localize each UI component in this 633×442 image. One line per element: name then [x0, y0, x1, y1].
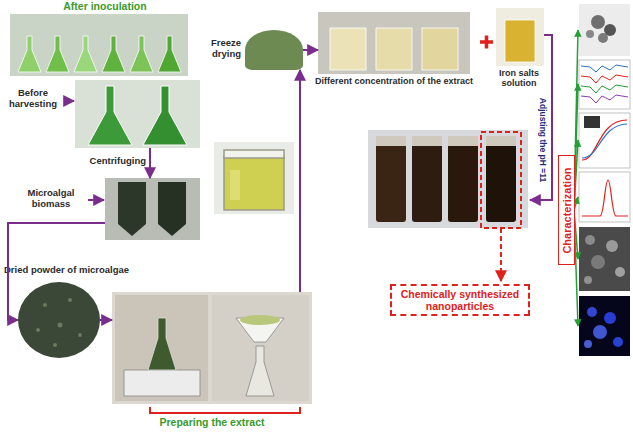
process-arrow	[100, 319, 112, 321]
freeze-dried-powder: Freeze drying	[245, 30, 303, 70]
tem-image	[579, 4, 630, 56]
extraction-photo: Preparing the extract	[112, 292, 312, 404]
centrifuge-tubes	[118, 182, 186, 236]
step-label: Before harvesting	[2, 88, 64, 110]
nanoparticle-vials-photo	[368, 130, 528, 281]
process-arrow	[299, 70, 301, 292]
inoculated-flasks	[18, 36, 181, 72]
nanoparticle-result: Chemically synthesized nanoparticles	[368, 128, 530, 323]
sem-image	[579, 227, 630, 291]
plus-sign	[480, 36, 493, 49]
powder-photo: Dried powder of microalgae	[18, 282, 100, 358]
extract-jars	[330, 28, 458, 70]
step-label: Freeze drying	[183, 38, 241, 60]
powder-speckles	[36, 298, 82, 347]
step-label: Chemically synthesized nanoparticles	[390, 284, 530, 316]
step-label: Microalgal biomass	[15, 188, 87, 210]
step-label: After inoculation	[40, 0, 170, 13]
size-distribution-plot	[579, 172, 630, 222]
vsm-plot	[579, 113, 630, 168]
leader-arrow	[88, 199, 104, 201]
step-action-label: Centrifuging	[78, 156, 146, 167]
extraction-photos	[115, 295, 309, 401]
characterization-box: Characterization	[558, 155, 575, 265]
step-label: Preparing the extract	[137, 416, 287, 428]
iron-salt-jar	[505, 20, 535, 62]
step-label: Different concentration of the extract	[304, 76, 484, 86]
process-arrow	[303, 49, 318, 51]
leader-arrow	[65, 100, 74, 102]
process-arrow	[8, 223, 105, 320]
harvest-flasks	[88, 86, 187, 145]
extract-flask-photo	[214, 142, 294, 214]
process-arrow	[149, 148, 151, 178]
process-arrow	[530, 35, 552, 200]
culture-photo: After inoculation	[10, 14, 188, 76]
step-label: Iron salts solution	[490, 68, 548, 89]
step-label: Dried powder of microalgae	[4, 265, 154, 276]
iron-salt-photo: Iron salts solution	[496, 8, 544, 66]
biomass-photo: Microalgal biomass	[105, 178, 200, 240]
ftir-plot	[579, 60, 630, 109]
step-label: Characterization	[559, 156, 576, 266]
bracket	[150, 407, 300, 413]
step-condition-label: Adjusting the pH =11	[537, 85, 549, 195]
elemental-map-image	[579, 296, 630, 356]
harvest-photo: Before harvesting	[75, 80, 200, 148]
extract-series-photo: Different concentration of the extract	[318, 12, 470, 74]
